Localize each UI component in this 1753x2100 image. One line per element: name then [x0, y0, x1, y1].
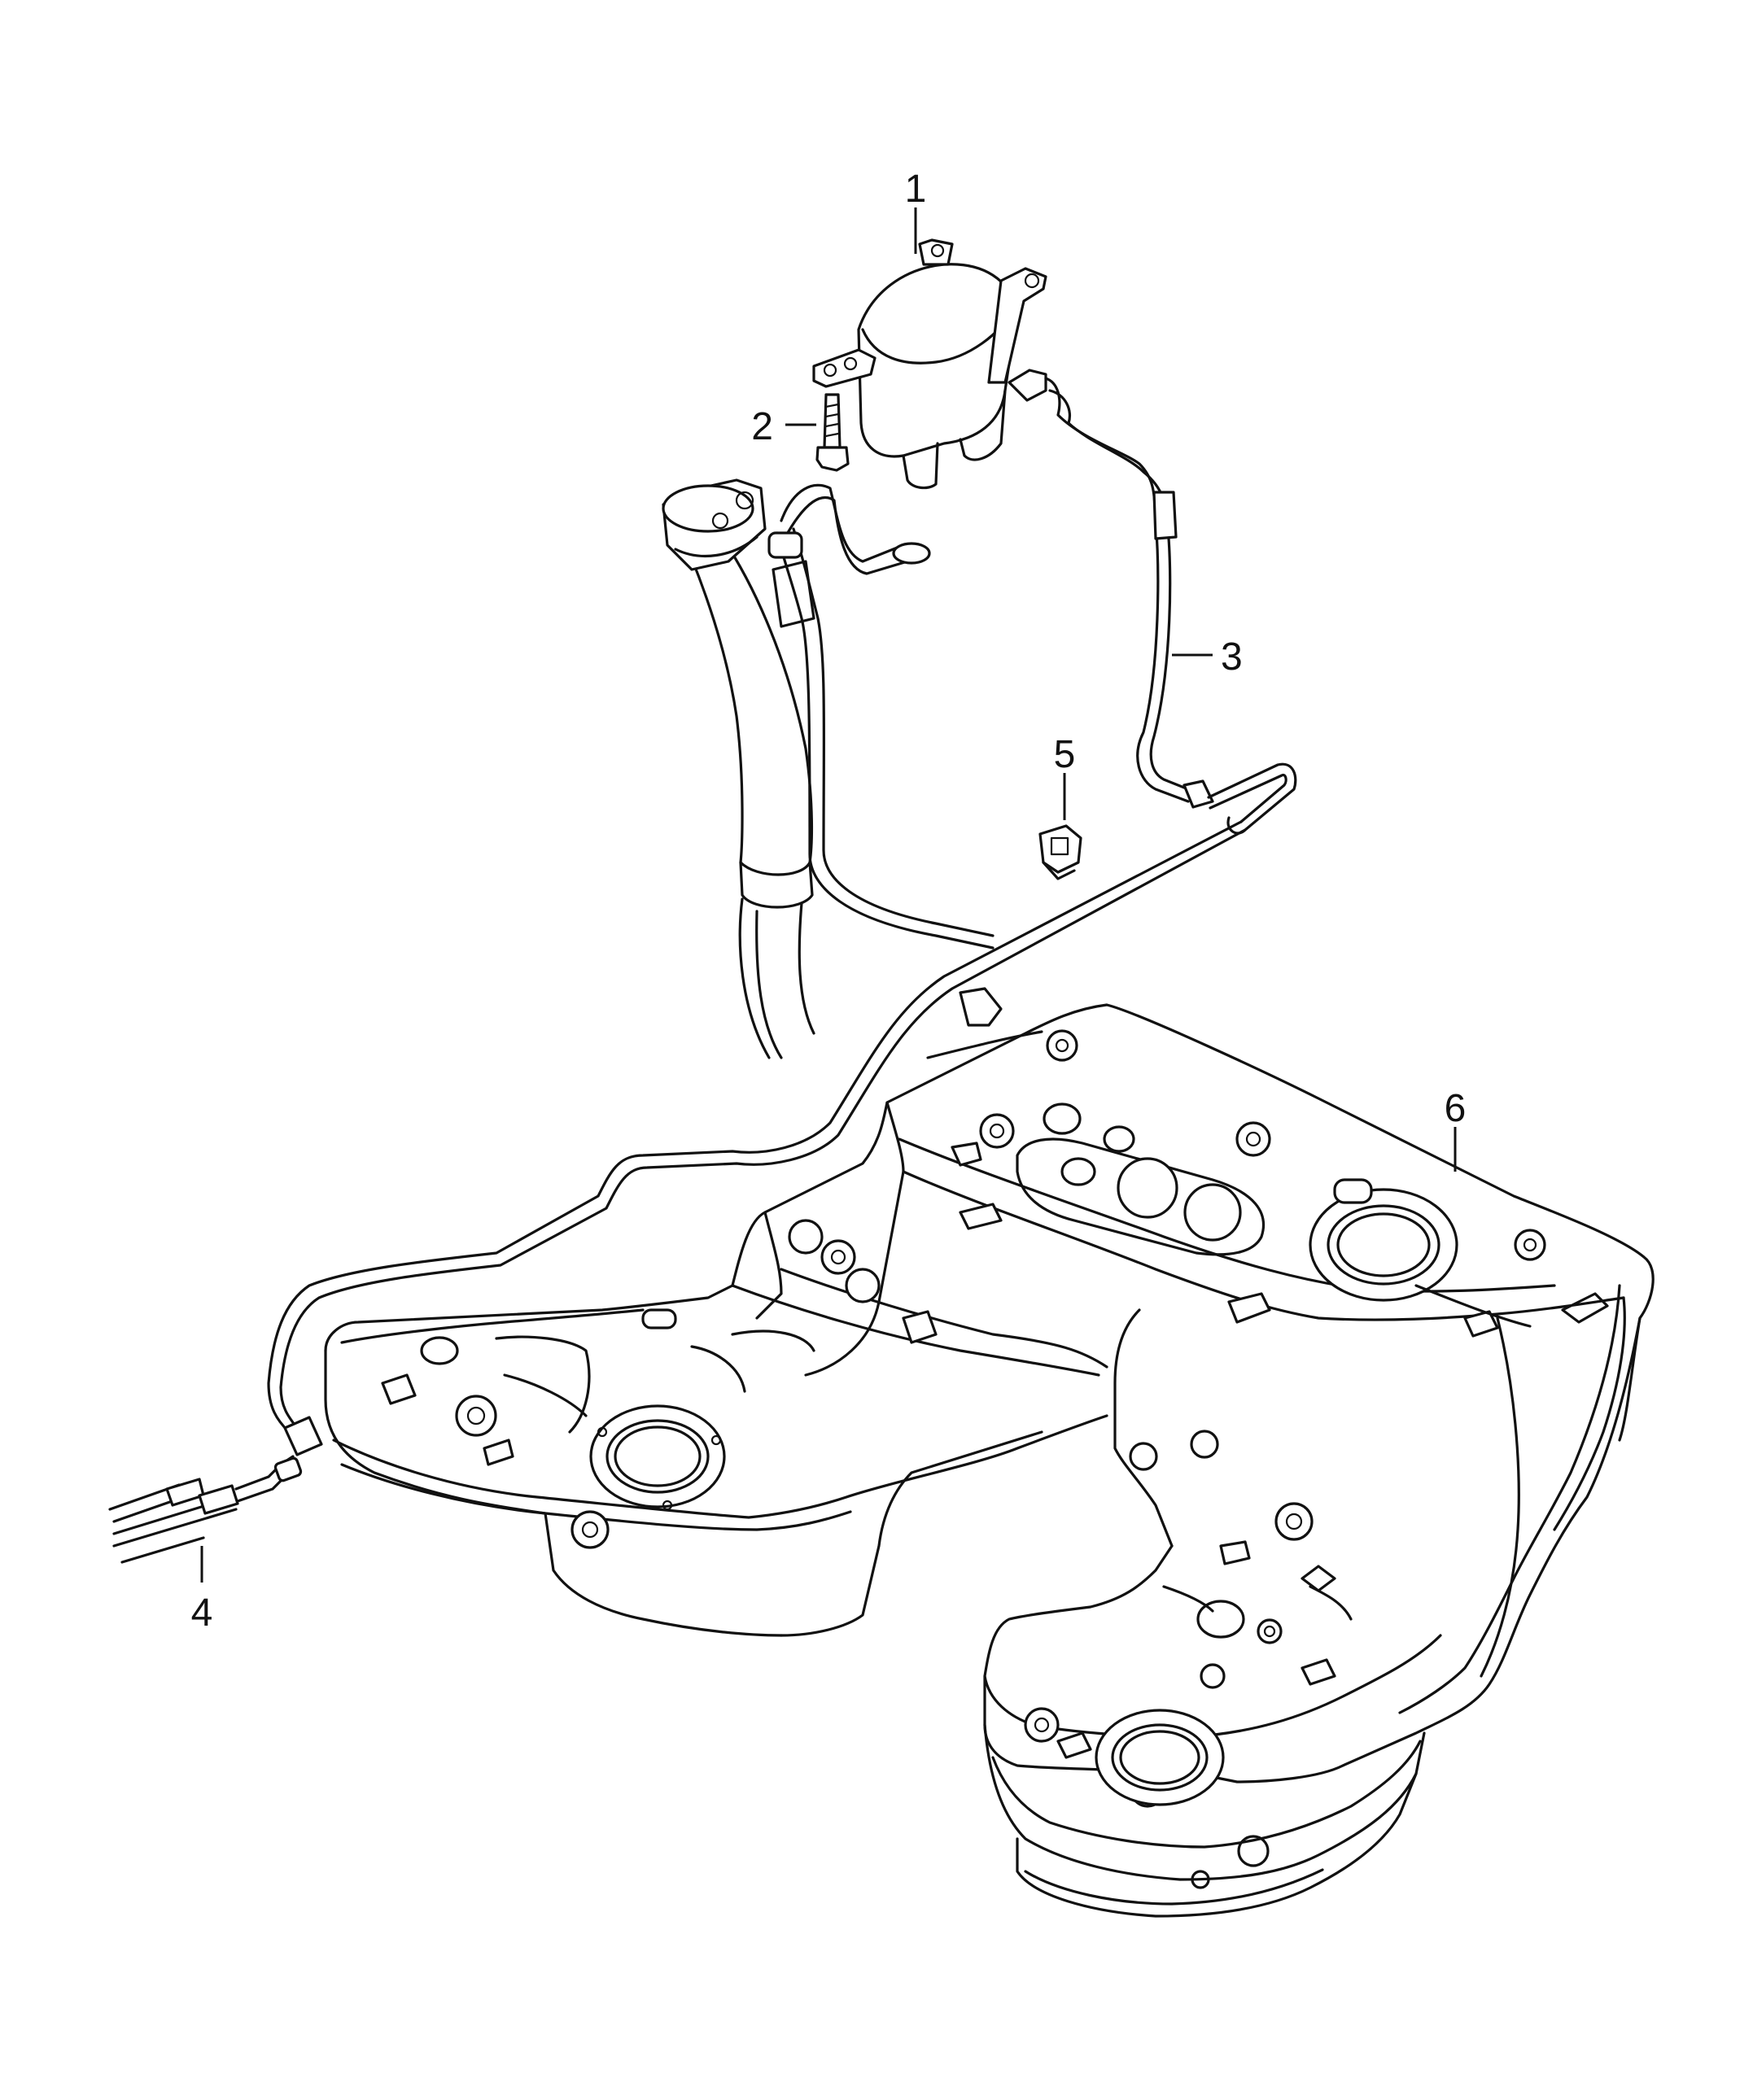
callout-leaders: [200, 207, 1457, 1583]
fuel-lines-end: [108, 1455, 303, 1564]
fuel-tank: [324, 987, 1655, 1918]
vent-line: [767, 483, 995, 950]
hex-bolt: [815, 393, 850, 472]
callout-4: 4: [191, 1591, 213, 1635]
callout-2: 2: [751, 405, 773, 448]
callout-1: 1: [905, 168, 927, 211]
callout-5: 5: [1054, 733, 1076, 776]
callout-3: 3: [1221, 635, 1243, 679]
activated-charcoal-canister: [812, 238, 1047, 490]
filler-neck: [662, 478, 815, 1059]
clip: [1038, 824, 1082, 880]
callout-6: 6: [1445, 1087, 1467, 1130]
vent-hose: [1044, 377, 1297, 835]
fuel-line: [267, 820, 1247, 1456]
